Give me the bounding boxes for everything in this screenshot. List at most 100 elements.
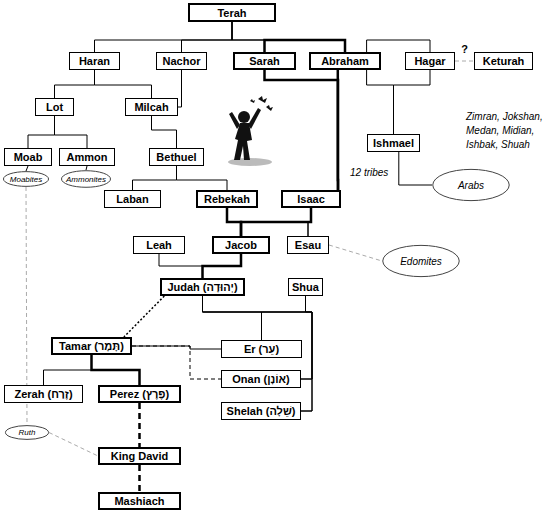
lineage-line bbox=[301, 296, 312, 379]
lineage-line bbox=[132, 346, 221, 379]
person-name: Onan (אוֹנָן) bbox=[232, 373, 289, 385]
person-box: Terah bbox=[188, 3, 276, 22]
lineage-line bbox=[308, 208, 311, 236]
person-box: Zerah (זֶרַח) bbox=[4, 385, 83, 403]
person-box: Leah bbox=[133, 236, 185, 254]
person-box: Er (עֵר) bbox=[221, 340, 302, 358]
lineage-line bbox=[26, 166, 28, 171]
person-box: Rebekah bbox=[196, 190, 258, 208]
people-ellipse: Ammonites bbox=[61, 170, 111, 188]
lineage-line bbox=[152, 116, 177, 148]
lineage-line bbox=[367, 40, 430, 52]
person-box: Bethuel bbox=[149, 148, 204, 166]
lineage-line bbox=[203, 296, 313, 379]
lineage-line bbox=[138, 403, 141, 447]
lineage-line bbox=[182, 22, 233, 52]
lineage-line bbox=[95, 70, 152, 98]
child-silhouette bbox=[234, 123, 252, 160]
people-name: Edomites bbox=[400, 256, 442, 267]
person-name: Ishmael bbox=[373, 137, 414, 149]
person-box: King David bbox=[98, 447, 181, 465]
people-ellipse: Ruth bbox=[5, 425, 49, 440]
person-box: Shua bbox=[288, 278, 323, 296]
lineage-line bbox=[159, 254, 203, 278]
person-box: Milcah bbox=[125, 98, 178, 116]
person-box: Nachor bbox=[156, 52, 207, 70]
lineage-line bbox=[28, 116, 55, 148]
note-label: 12 tribes bbox=[350, 166, 410, 180]
person-name: Laban bbox=[116, 193, 148, 205]
lineage-line bbox=[394, 70, 431, 134]
person-name: Haran bbox=[79, 55, 110, 67]
person-box: Lot bbox=[35, 98, 74, 116]
butterfly bbox=[266, 105, 273, 111]
lineage-line bbox=[232, 22, 265, 52]
edge-label: ? bbox=[461, 43, 468, 55]
ellipse-shape bbox=[433, 169, 509, 200]
lineage-line bbox=[138, 465, 141, 492]
lineage-line bbox=[262, 296, 306, 340]
person-box: Hagar bbox=[405, 52, 455, 70]
lineage-line bbox=[265, 40, 346, 52]
person-box: Sarah bbox=[233, 52, 296, 70]
person-name: Esau bbox=[295, 239, 321, 251]
person-name: Perez (פֶּרֶץ) bbox=[110, 388, 169, 400]
lineage-line bbox=[55, 116, 88, 148]
lineage-line bbox=[95, 22, 233, 52]
person-name: Zerah (זֶרַח) bbox=[14, 388, 72, 400]
lineage-line bbox=[329, 245, 382, 261]
lineage-line bbox=[203, 296, 313, 411]
lineage-line bbox=[92, 355, 140, 385]
person-box: Shelah (שֵׁלָה) bbox=[221, 402, 301, 420]
person-box: Perez (פֶּרֶץ) bbox=[98, 385, 181, 403]
people-ellipse: Edomites bbox=[382, 244, 460, 278]
child-silhouette bbox=[229, 112, 240, 129]
person-box: Judah (יְהוּדָה) bbox=[160, 278, 245, 296]
person-box: Haran bbox=[69, 52, 120, 70]
person-box: Laban bbox=[104, 190, 161, 208]
ellipse-shape bbox=[383, 245, 459, 276]
note-label: Zimran, Jokshan, Medan, Midian, Ishbak, … bbox=[466, 110, 544, 152]
lineage-line bbox=[399, 152, 432, 185]
person-name: Abraham bbox=[321, 55, 369, 67]
child-silhouette bbox=[238, 111, 250, 123]
person-name: Shelah (שֵׁלָה) bbox=[227, 405, 296, 417]
lineage-line bbox=[337, 70, 340, 190]
people-name: Moabites bbox=[10, 175, 42, 184]
person-name: Keturah bbox=[483, 55, 525, 67]
person-box: Moab bbox=[4, 148, 52, 166]
person-box: Esau bbox=[287, 236, 329, 254]
people-name: Ruth bbox=[19, 428, 36, 437]
person-box: Tamar (תָּמָר) bbox=[51, 337, 132, 355]
person-box: Ishmael bbox=[367, 134, 420, 152]
person-name: Judah (יְהוּדָה) bbox=[167, 281, 237, 293]
person-name: Ammon bbox=[67, 151, 108, 163]
person-box: Mashiach bbox=[98, 492, 181, 510]
lineage-line bbox=[44, 355, 92, 385]
lineage-line bbox=[55, 70, 95, 98]
person-name: Tamar (תָּמָר) bbox=[59, 340, 124, 352]
person-name: Milcah bbox=[134, 101, 168, 113]
person-name: Rebekah bbox=[204, 193, 250, 205]
person-name: Jacob bbox=[225, 239, 257, 251]
butterfly bbox=[258, 96, 267, 103]
lineage-line bbox=[133, 166, 177, 190]
person-name: Shua bbox=[292, 281, 319, 293]
person-name: Er (עֵר) bbox=[244, 343, 279, 355]
person-box: Ammon bbox=[59, 148, 115, 166]
person-name: Sarah bbox=[249, 55, 280, 67]
person-name: Leah bbox=[146, 239, 172, 251]
lineage-line bbox=[124, 296, 164, 337]
person-name: Nachor bbox=[163, 55, 201, 67]
person-box: Isaac bbox=[281, 190, 341, 208]
lineage-line bbox=[203, 254, 242, 278]
lineage-line bbox=[232, 22, 345, 52]
person-name: Bethuel bbox=[156, 151, 196, 163]
person-name: Lot bbox=[46, 101, 63, 113]
person-box: Keturah bbox=[474, 52, 533, 70]
person-name: King David bbox=[111, 450, 168, 462]
lineage-line bbox=[227, 208, 308, 236]
